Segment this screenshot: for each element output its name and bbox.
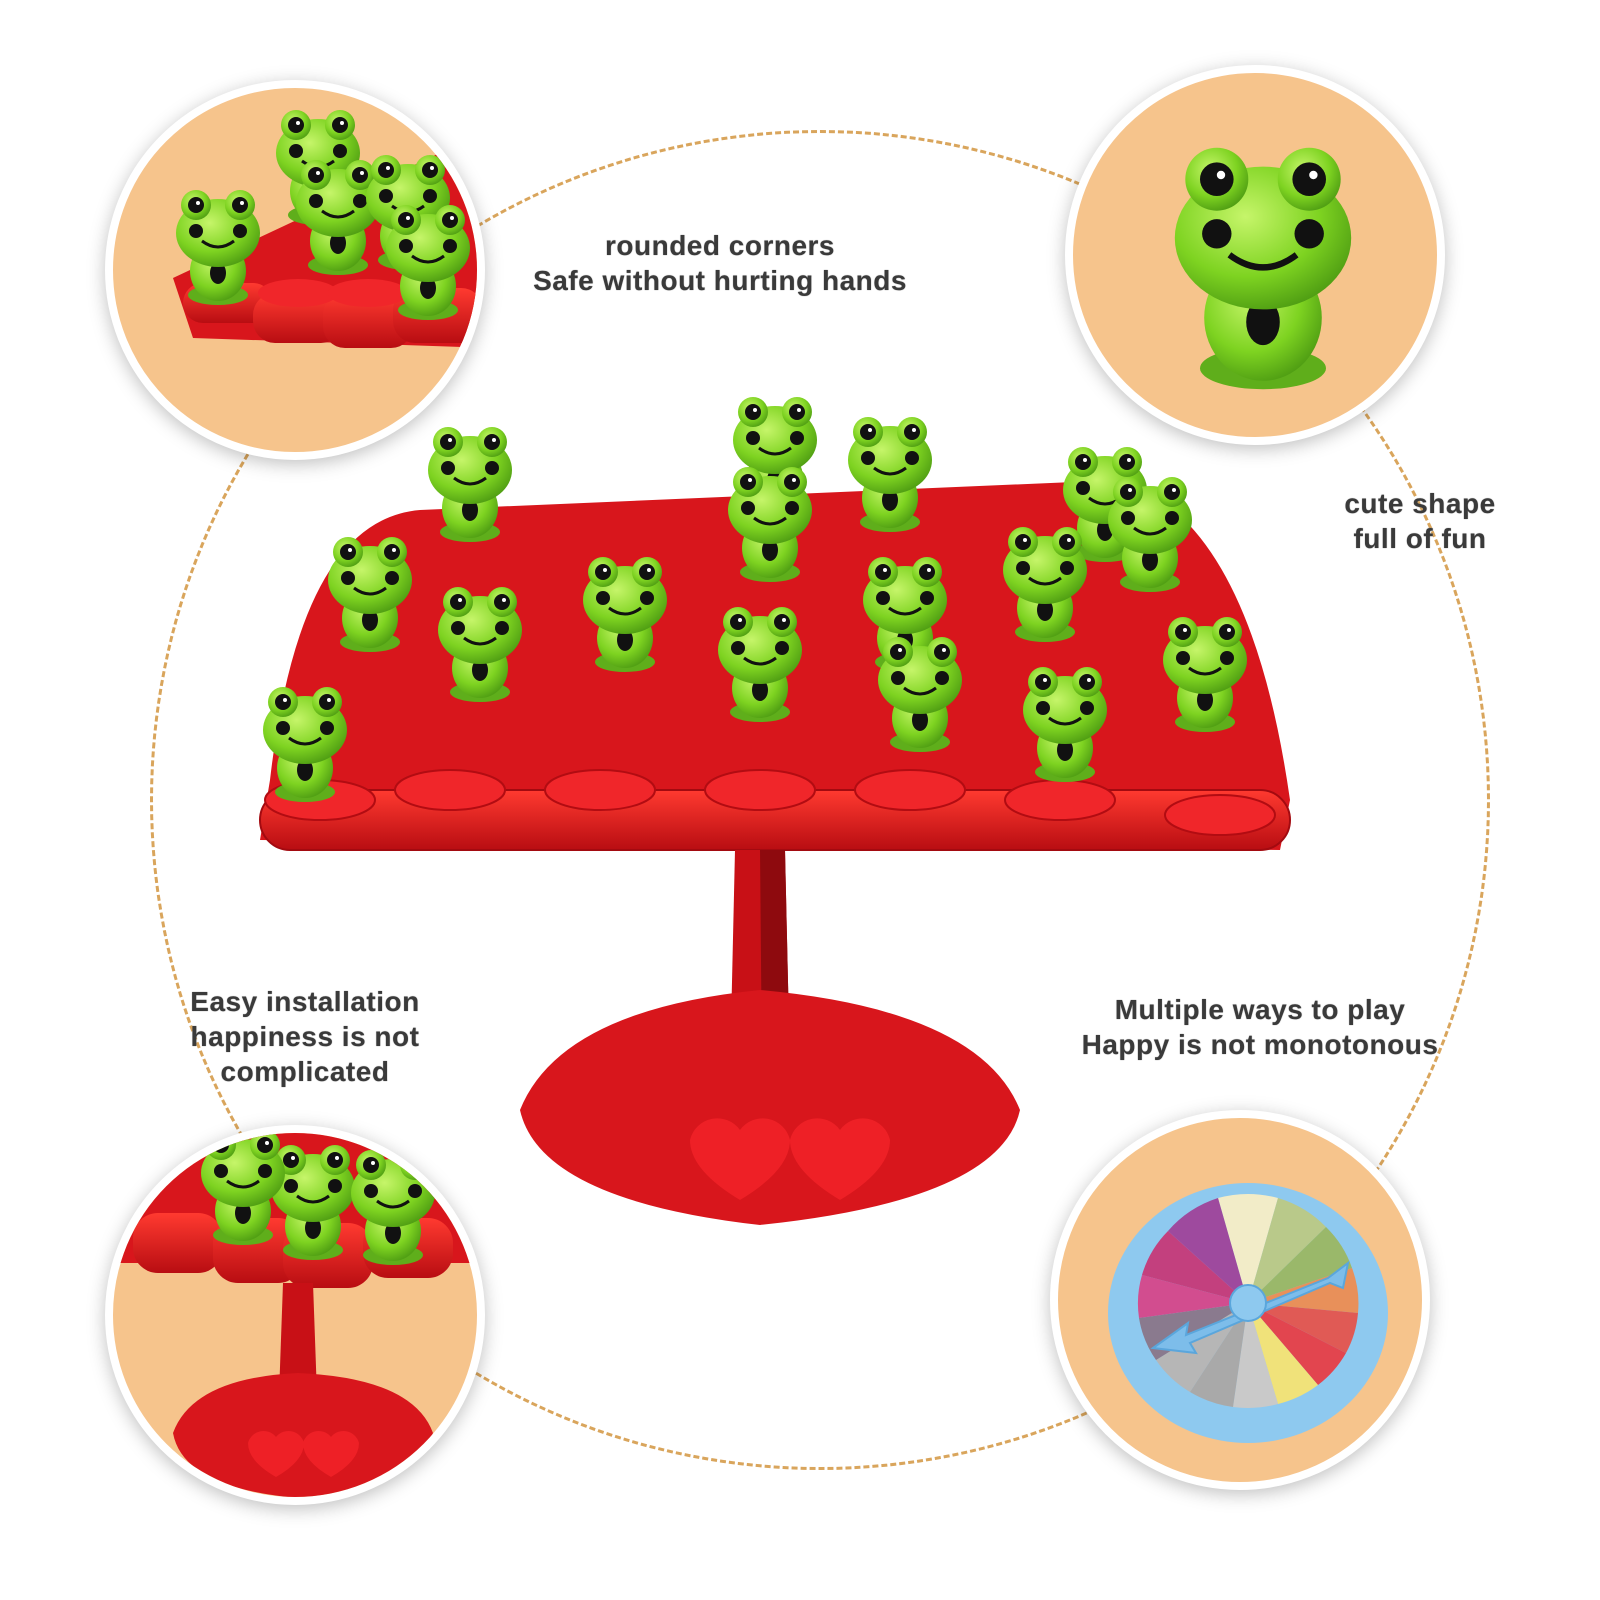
caption-line: cute shape	[1344, 488, 1496, 519]
detail-bubble-rounded-cups	[105, 80, 485, 460]
caption-line: Multiple ways to play	[1114, 994, 1406, 1025]
caption-cute-shape: cute shape full of fun	[1310, 486, 1530, 556]
caption-rounded-corners: rounded corners Safe without hurting han…	[500, 228, 940, 298]
caption-line: Safe without hurting hands	[533, 265, 907, 296]
caption-line: full of fun	[1353, 523, 1487, 554]
dashed-guide-ring	[150, 130, 1490, 1470]
caption-line: complicated	[220, 1056, 390, 1087]
caption-line: Easy installation	[190, 986, 420, 1017]
caption-multiple-ways: Multiple ways to play Happy is not monot…	[1040, 992, 1480, 1062]
tree-stand-illustration	[113, 1133, 477, 1497]
caption-line: rounded corners	[605, 230, 835, 261]
detail-bubble-frog-figure	[1065, 65, 1445, 445]
caption-line: happiness is not	[190, 1021, 420, 1052]
detail-bubble-spinner	[1050, 1110, 1430, 1490]
frog-figure-illustration	[1073, 73, 1445, 445]
rounded-cups-illustration	[173, 108, 477, 348]
detail-bubble-tree-stand	[105, 1125, 485, 1505]
caption-line: Happy is not monotonous	[1081, 1029, 1439, 1060]
caption-easy-installation: Easy installation happiness is not compl…	[160, 984, 450, 1089]
spinner-wheel-illustration	[1108, 1183, 1388, 1443]
